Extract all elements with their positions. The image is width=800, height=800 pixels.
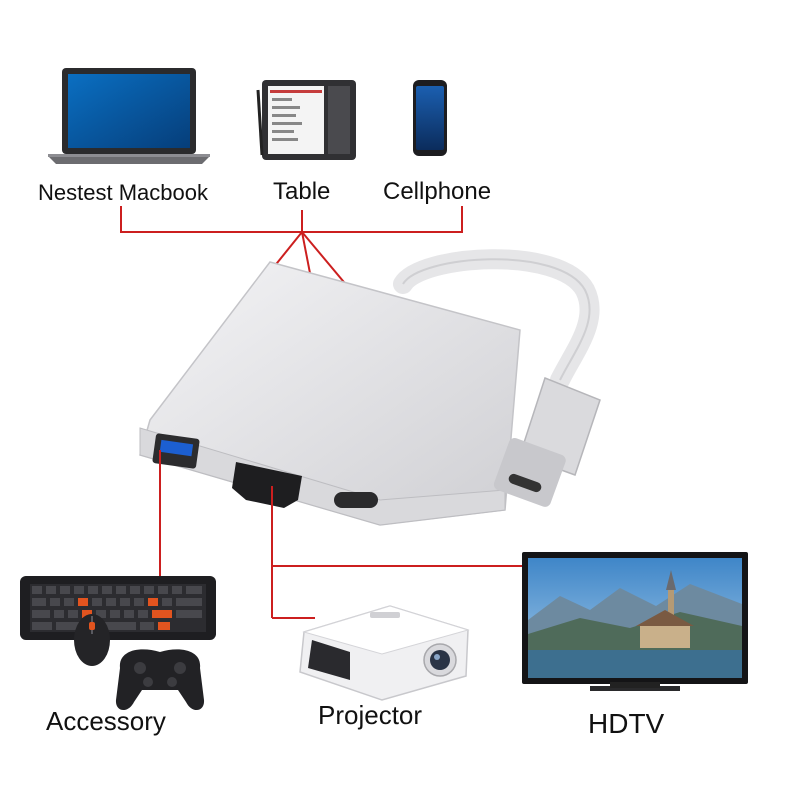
label-projector: Projector	[318, 700, 423, 730]
smartphone-icon	[413, 80, 447, 156]
keyboard-icon	[20, 576, 216, 640]
gamepad-icon	[115, 649, 205, 711]
label-hdtv: HDTV	[588, 708, 665, 739]
mouse-icon	[74, 614, 110, 666]
projector-icon	[299, 605, 470, 701]
usb-c-adapter-icon	[139, 249, 601, 526]
label-table: Table	[273, 178, 331, 205]
laptop-icon	[48, 68, 210, 164]
label-accessory: Accessory	[46, 706, 166, 736]
tablet-icon	[256, 80, 356, 160]
label-macbook: Nestest Macbook	[38, 180, 208, 205]
label-cellphone: Cellphone	[383, 178, 492, 205]
tv-icon	[522, 552, 748, 691]
bottom-connector-lines	[159, 450, 560, 619]
